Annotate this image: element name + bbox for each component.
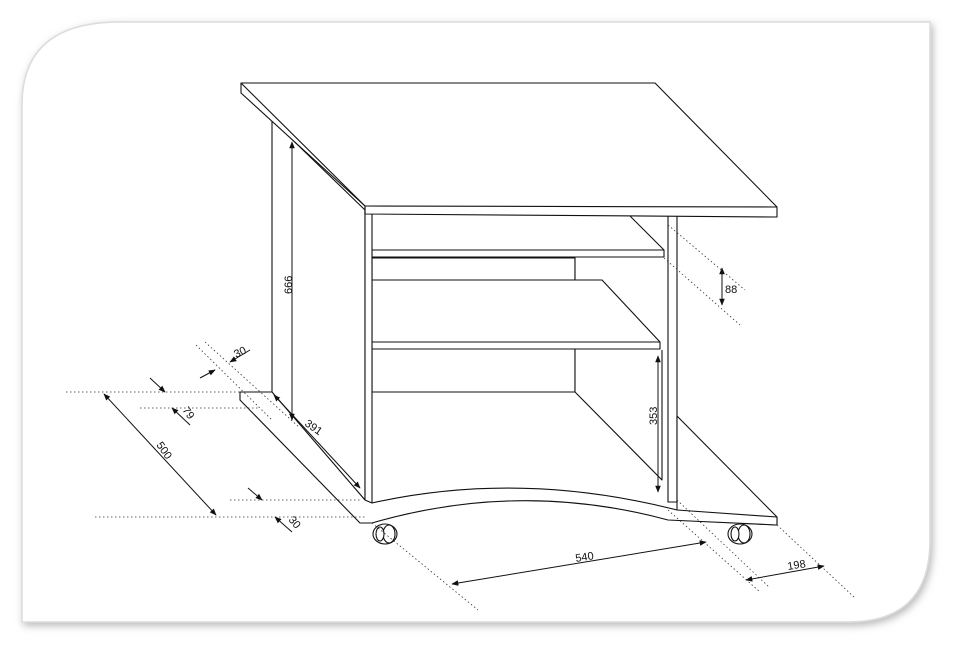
dim-label-353: 353	[648, 407, 660, 425]
dim-line-198	[745, 564, 825, 582]
base-board	[239, 391, 778, 526]
caster-wheel-right	[727, 523, 753, 545]
dim-label-30-top: 30	[232, 345, 248, 361]
right-support-panel	[667, 213, 678, 503]
left-front-panel	[364, 209, 373, 506]
dim-line-391	[273, 394, 361, 489]
dim-line-500	[103, 393, 217, 516]
dim-label-79: 79	[180, 405, 197, 422]
upper-shelf	[371, 249, 665, 258]
table-top	[240, 82, 778, 218]
dim-line-30-top	[199, 369, 216, 379]
dim-line-30-bottom	[247, 487, 263, 501]
dim-label-198: 198	[787, 558, 807, 573]
dim-line-540	[451, 540, 707, 586]
dim-line-79	[149, 377, 166, 393]
extension-lines	[66, 224, 856, 611]
dim-label-88: 88	[725, 284, 737, 296]
dim-label-666: 666	[283, 276, 295, 294]
dim-label-540: 540	[575, 550, 595, 565]
